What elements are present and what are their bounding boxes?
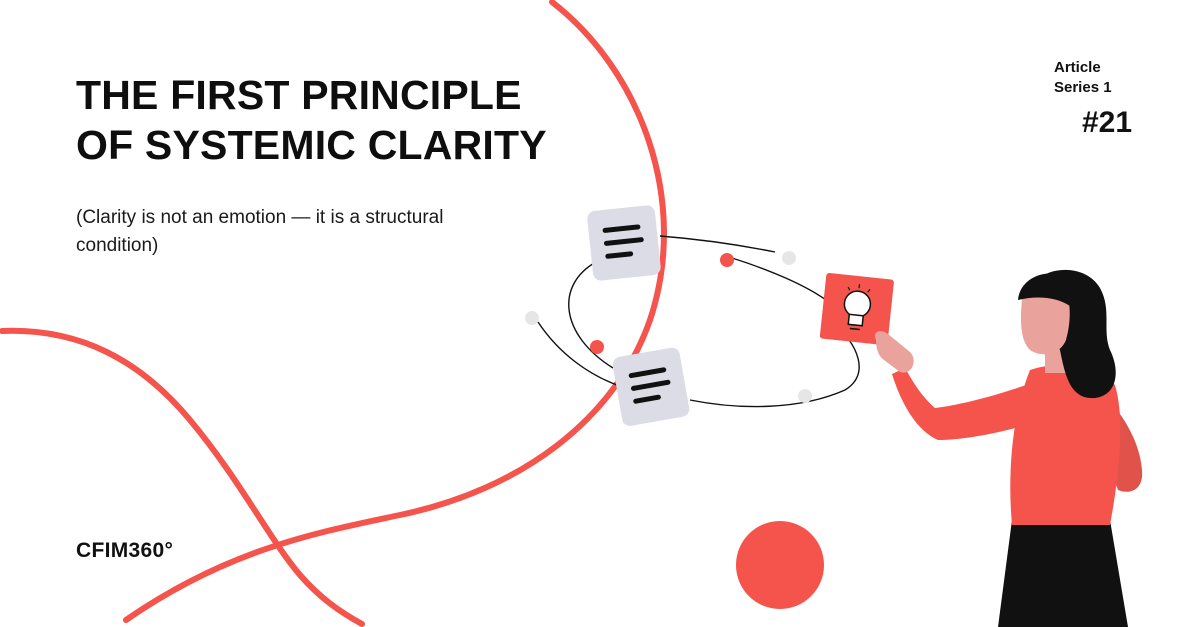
article-subtitle: (Clarity is not an emotion — it is a str… <box>76 207 444 256</box>
node-dot-accent <box>590 340 604 354</box>
node-dot <box>525 311 539 325</box>
series-number: #21 <box>1082 106 1133 139</box>
title-line: OF SYSTEMIC CLARITY <box>76 122 547 168</box>
series-label-line: Article <box>1054 59 1101 76</box>
node-dot-accent <box>720 253 734 267</box>
title-line: THE FIRST PRINCIPLE <box>76 72 522 118</box>
series-label: Article Series 1 <box>1054 58 1144 98</box>
document-card-icon <box>612 347 690 426</box>
article-title: THE FIRST PRINCIPLE OF SYSTEMIC CLARITY <box>76 70 636 170</box>
node-dot <box>782 251 796 265</box>
brand-logo-text: CFIM360° <box>76 539 174 562</box>
document-card-icon <box>587 205 661 281</box>
decorative-wave-curve <box>0 327 365 627</box>
node-dot <box>798 389 812 403</box>
connection-lines <box>537 235 860 408</box>
series-label-line: Series 1 <box>1054 79 1112 96</box>
accent-circle <box>736 521 824 609</box>
lightbulb-card-icon <box>819 273 894 346</box>
woman-pointing-illustration <box>874 269 1143 627</box>
